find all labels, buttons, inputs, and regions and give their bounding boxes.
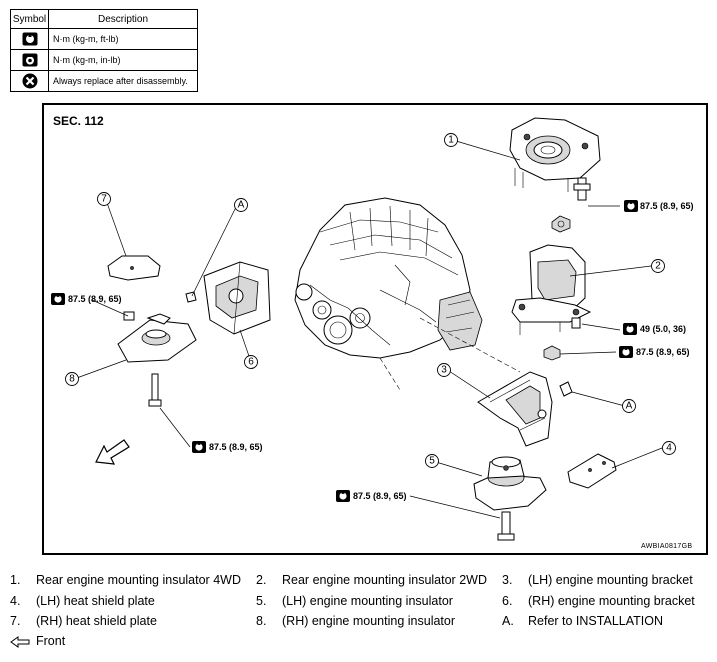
svg-text:87.5 (8.9, 65): 87.5 (8.9, 65) <box>636 347 690 357</box>
part-4-lh-heat-shield <box>567 453 617 489</box>
svg-text:3: 3 <box>441 365 447 376</box>
parts-list-item-5: 5.(LH) engine mounting insulator <box>256 594 453 608</box>
torque-label-2: 49 (5.0, 36) <box>623 323 686 335</box>
front-label: Front <box>36 634 66 648</box>
svg-text:1: 1 <box>448 135 454 146</box>
part-6-rh-bracket <box>185 261 271 335</box>
parts-list-item-2: 2.Rear engine mounting insulator 2WD <box>256 573 487 587</box>
svg-text:87.5 (8.9, 65): 87.5 (8.9, 65) <box>209 442 263 452</box>
torque-label-1: 87.5 (8.9, 65) <box>624 200 694 212</box>
svg-text:4: 4 <box>666 443 672 454</box>
svg-text:87.5 (8.9, 65): 87.5 (8.9, 65) <box>353 491 407 501</box>
torque-label-3: 87.5 (8.9, 65) <box>619 346 690 358</box>
parts-list-item-8: 8.(RH) engine mounting insulator <box>256 614 456 628</box>
callout-4: 4 <box>662 441 676 455</box>
callout-1: 1 <box>444 133 458 147</box>
symbol-legend-table: Symbol Description N·m (kg-m, ft-lb) N·m… <box>10 9 198 92</box>
callout-a-right: A <box>622 399 636 413</box>
svg-text:6: 6 <box>248 357 254 368</box>
figure-code: AWBIA0817GB <box>641 543 693 550</box>
torque-wrench-icon <box>22 32 37 46</box>
part-3-lh-bracket <box>477 371 573 447</box>
parts-list-item-a: A.Refer to INSTALLATION <box>502 614 663 628</box>
parts-list-item-1: 1.Rear engine mounting insulator 4WD <box>10 573 241 587</box>
svg-text:87.5 (8.9, 65): 87.5 (8.9, 65) <box>68 294 122 304</box>
torque-label-6: 87.5 (8.9, 65) <box>336 490 407 502</box>
part-8-rh-insulator <box>117 311 197 407</box>
svg-text:7: 7 <box>101 194 107 205</box>
parts-list-item-3: 3.(LH) engine mounting bracket <box>502 573 693 587</box>
callout-2: 2 <box>651 259 665 273</box>
front-legend: Front <box>10 634 65 648</box>
section-label: SEC. 112 <box>53 114 104 128</box>
svg-text:87.5 (8.9, 65): 87.5 (8.9, 65) <box>640 201 694 211</box>
callout-5: 5 <box>425 454 439 468</box>
part-7-rh-heat-shield <box>107 255 161 281</box>
parts-list-item-7: 7.(RH) heat shield plate <box>10 614 157 628</box>
torque-label-5: 87.5 (8.9, 65) <box>192 441 263 453</box>
part-2-rear-insulator-2wd <box>511 244 592 361</box>
callout-7: 7 <box>97 192 111 206</box>
callout-6: 6 <box>244 355 258 369</box>
part-5-lh-insulator <box>473 456 547 541</box>
always-replace-icon <box>22 73 37 89</box>
torque-label-4: 87.5 (8.9, 65) <box>51 293 122 305</box>
torque-wrench-small-icon <box>22 53 37 67</box>
svg-text:8: 8 <box>69 374 75 385</box>
engine-block <box>294 197 483 359</box>
diagram-frame <box>42 103 708 555</box>
callout-a-top: A <box>234 198 248 212</box>
svg-text:A: A <box>626 401 633 412</box>
legend-row-3-description: Always replace after disassembly. <box>48 70 198 92</box>
front-arrow-icon <box>10 635 30 648</box>
front-direction-arrow-icon <box>95 439 130 465</box>
parts-list-item-6: 6.(RH) engine mounting bracket <box>502 594 695 608</box>
callout-8: 8 <box>65 372 79 386</box>
svg-text:49 (5.0, 36): 49 (5.0, 36) <box>640 324 686 334</box>
svg-text:5: 5 <box>429 456 435 467</box>
part-1-rear-insulator-4wd <box>509 117 601 233</box>
parts-list-item-4: 4.(LH) heat shield plate <box>10 594 155 608</box>
svg-text:2: 2 <box>655 261 661 272</box>
svg-text:A: A <box>238 200 245 211</box>
callout-3: 3 <box>437 363 451 377</box>
legend-row-1-symbol <box>10 28 49 50</box>
